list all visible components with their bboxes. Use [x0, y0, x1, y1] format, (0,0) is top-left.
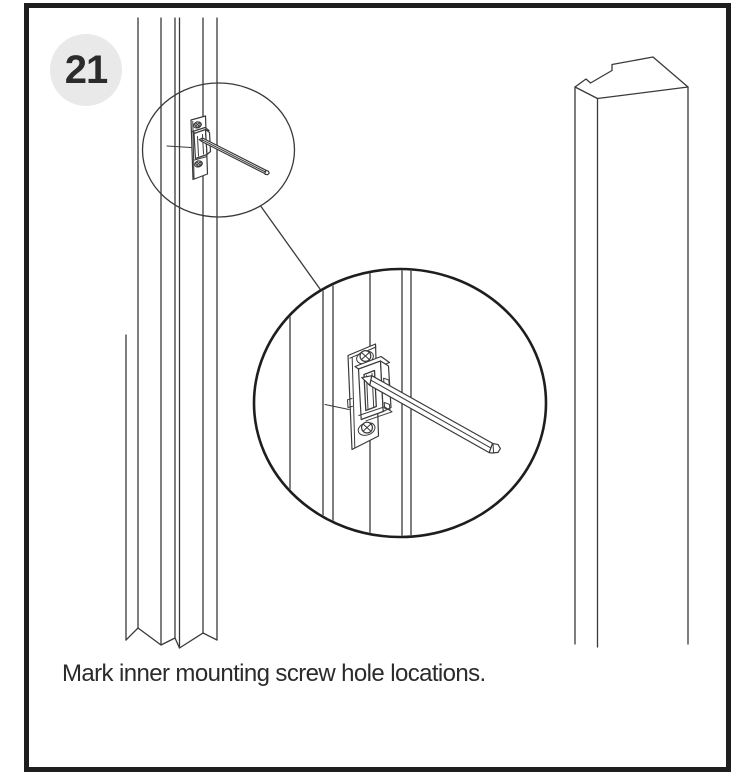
bracket-leader-line-magnified	[324, 404, 350, 410]
latch-strike-bracket-small	[166, 115, 270, 181]
marking-pencil-magnified	[361, 375, 501, 454]
left-jamb-post	[125, 17, 218, 649]
callout-connector-line	[260, 205, 321, 290]
caption-text: Mark inner mounting screw hole locations…	[62, 660, 486, 687]
latch-strike-bracket-magnified	[324, 343, 393, 451]
page-frame-border	[24, 3, 731, 772]
magnifier-circle-outline	[252, 267, 548, 539]
left-jamb-mitered-bottom	[125, 627, 218, 649]
pencil-hex-end	[488, 442, 501, 454]
magnified-detail-circle	[252, 267, 548, 539]
marking-pencil-small	[198, 137, 270, 176]
step-number: 21	[64, 47, 108, 92]
step-badge: 21	[50, 34, 122, 106]
detail-callout-ellipse	[141, 82, 296, 218]
bracket-leader-line	[166, 145, 192, 148]
right-post-top-face	[574, 56, 689, 100]
right-post-notched-top	[574, 56, 689, 648]
latch-box-slot	[363, 369, 377, 412]
